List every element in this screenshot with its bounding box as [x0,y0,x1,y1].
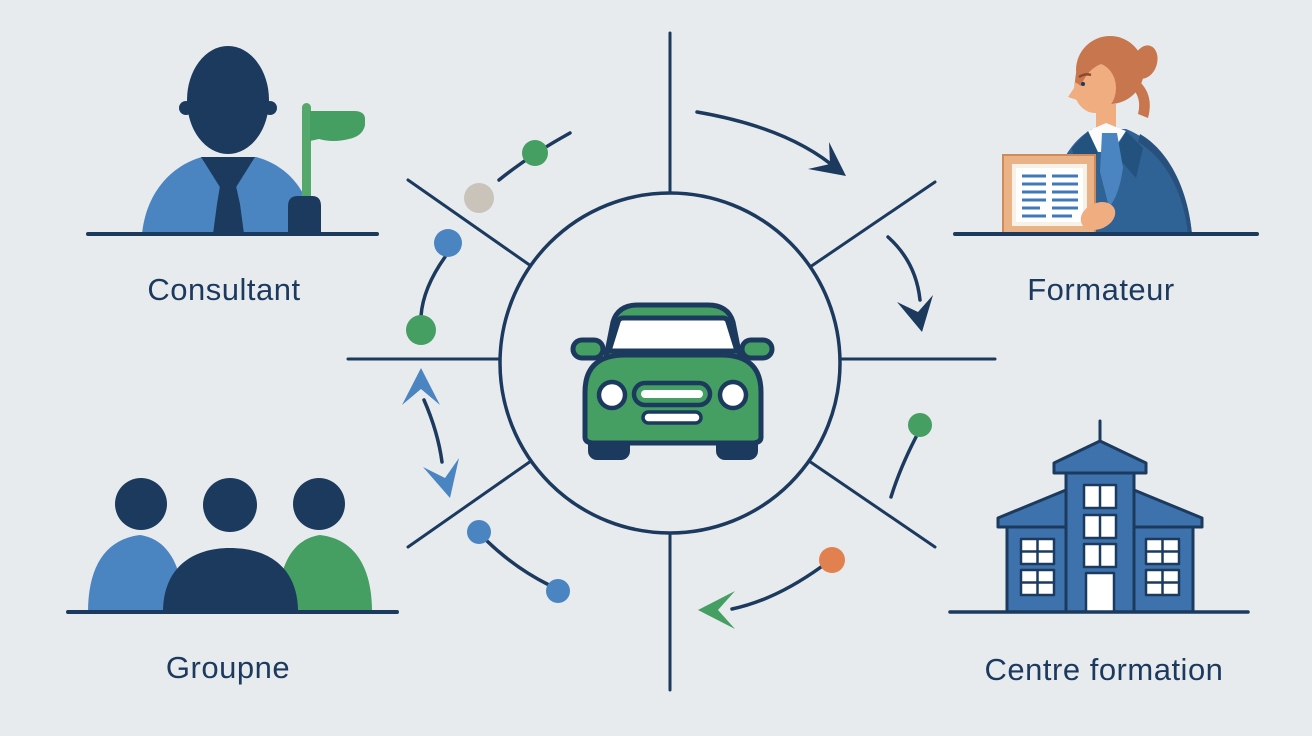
flow-arc-topright-2 [886,235,922,302]
flow-arc-lowerleft [485,539,551,587]
spoke-lines [346,31,997,692]
flow-dot-orange [819,547,845,573]
formateur-tie [1100,133,1123,207]
group-people-icon [88,478,372,612]
car-lower-slot [641,410,703,425]
flow-dots [406,140,932,603]
flow-arc-leftarrows [422,398,444,464]
flow-dot-gray [464,183,494,213]
arrowhead-blue-down [423,458,459,498]
formateur-suit-arm-shade [1138,134,1192,234]
consultant-fist [288,196,321,234]
arrowhead-blue-up [402,368,440,405]
flow-arrowheads [402,142,933,629]
spoke-lower-left [406,459,533,549]
car-icon [570,302,775,460]
group-head-center [203,478,257,532]
flow-dot-green [908,413,932,437]
consultant-flag [310,111,366,141]
formateur-eye [1081,82,1085,86]
groupe-label: Groupne [165,650,291,685]
formateur-ponytail [1132,82,1150,118]
building-wing-roof-right [1132,488,1204,529]
building-door [1084,571,1116,614]
flow-arc-lowerright-2 [730,565,823,611]
consultant-flag-pole [302,103,311,203]
flow-dot-blue [546,579,570,603]
consultant-person-flag-icon [142,46,366,234]
flow-dot-blue [467,520,491,544]
flow-arc-lowerright-1 [889,435,918,499]
formateur-sleeve [1106,186,1158,234]
arrowhead-navy-down [897,295,933,332]
spoke-upper-left [406,178,533,268]
spoke-upper-right [808,180,937,269]
formateur-label: Formateur [1027,272,1175,307]
flow-arc-upperleft-2 [419,255,447,318]
group-body-left [88,535,184,612]
car-mirror-right [739,337,775,361]
arrowhead-navy-down-right [808,142,846,176]
group-body-center [163,548,298,612]
car-mirror-left [570,337,606,361]
flow-arc-topright-1 [695,110,840,172]
arrowhead-green-left [698,591,735,629]
consultant-tie [213,186,244,234]
formateur-eyebrow [1078,73,1092,79]
building-wing-roof-left [996,488,1068,529]
document-text-lines [1022,174,1078,218]
formateur-hand [1080,202,1116,230]
group-head-left [115,478,167,530]
flow-dot-green [406,315,436,345]
formateur-lapel-right [1114,131,1143,178]
formateur-person-document-icon [1002,36,1192,235]
consultant-neck [201,157,255,200]
group-head-right [293,478,345,530]
formateur-hair-fringe [1075,42,1145,86]
car-headlight-left [596,379,628,411]
building-tower-roof [1052,439,1148,475]
training-center-building-icon [996,419,1204,614]
consultant-label: Consultant [147,272,301,307]
group-body-right [277,535,372,612]
spoke-lower-right [807,459,937,549]
flow-dot-blue [434,229,462,257]
car-headlight-right [717,379,749,411]
consultant-head [187,46,269,154]
car-grille-slot [641,390,703,398]
formateur-nose [1068,88,1077,100]
building-wing-window-mullions [1021,539,1179,595]
centre-formation-label: Centre formation [984,652,1224,687]
car-windshield [606,315,740,354]
flow-dot-green [522,140,548,166]
